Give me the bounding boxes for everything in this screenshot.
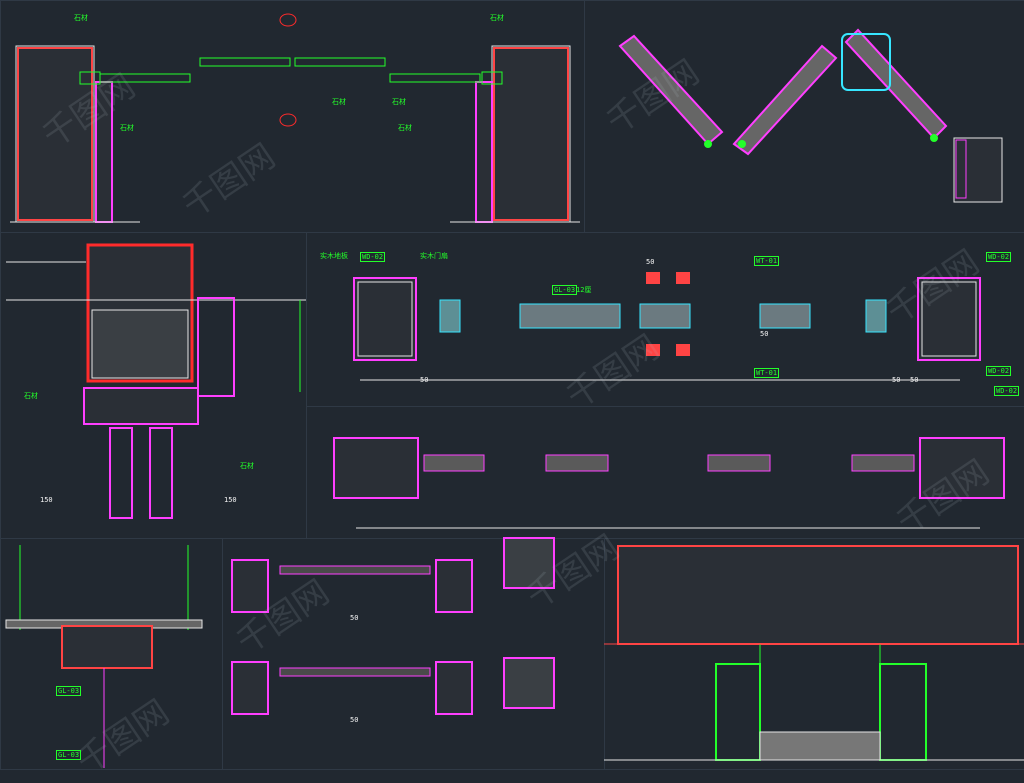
label: 12厘 <box>576 286 592 294</box>
label: WD-02 <box>994 386 1020 396</box>
label: 50 <box>760 330 769 338</box>
label: 150 <box>224 496 237 504</box>
label: 石材 <box>392 98 406 106</box>
label: 50 <box>420 376 429 384</box>
label: 石材 <box>120 124 134 132</box>
label: WD-02 <box>986 366 1012 376</box>
label: WD-02 <box>360 252 386 262</box>
label: GL-03 <box>56 686 82 696</box>
label: 石材 <box>490 14 504 22</box>
label: 石材 <box>332 98 346 106</box>
label: 石材 <box>74 14 88 22</box>
label: WT-01 <box>754 256 780 266</box>
label: GL-03 <box>56 750 82 760</box>
label: 实木地板 <box>320 252 348 260</box>
label: 50 <box>892 376 901 384</box>
label: WD-02 <box>986 252 1012 262</box>
label: 石材 <box>240 462 254 470</box>
label: 50 <box>350 716 359 724</box>
label: 150 <box>40 496 53 504</box>
label: 实木门扇 <box>420 252 448 260</box>
label: WT-01 <box>754 368 780 378</box>
label: 50 <box>646 258 655 266</box>
label: 50 <box>350 614 359 622</box>
label: 50 <box>910 376 919 384</box>
label: GL-03 <box>552 285 578 295</box>
panel-top-right <box>584 0 1024 234</box>
label: 石材 <box>24 392 38 400</box>
label: 石材 <box>398 124 412 132</box>
